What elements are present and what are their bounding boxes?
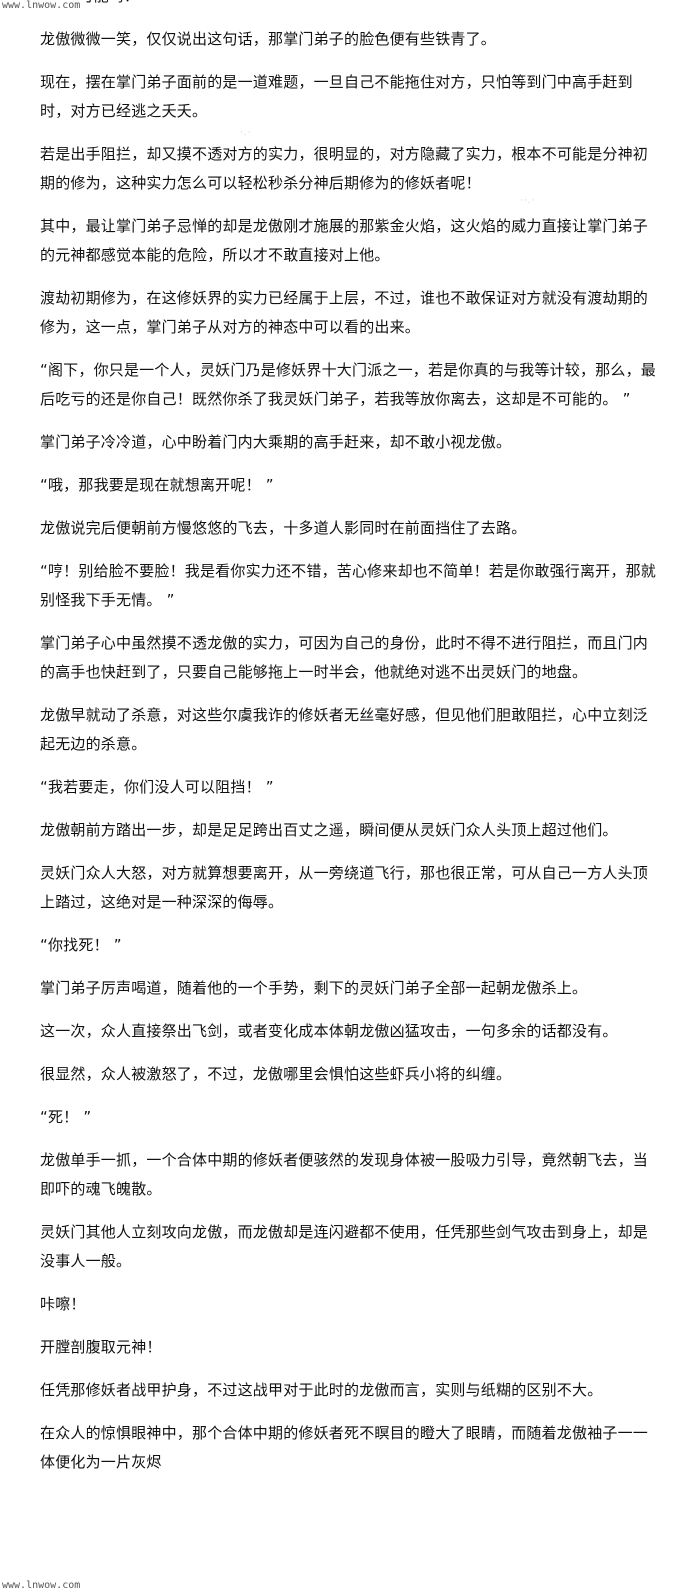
paragraph: 龙傲单手一抓，一个合体中期的修妖者便骇然的发现身体被一股吸力引导，竟然朝飞去，当… — [40, 1151, 649, 1198]
paragraph: 这一次，众人直接祭出飞剑，或者变化成本体朝龙傲凶猛攻击，一句多余的话都没有。 — [40, 1022, 618, 1040]
paragraph: 龙傲说完后便朝前方慢悠悠的飞去，十多道人影同时在前面挡住了去路。 — [40, 519, 527, 537]
paragraph: 很显然，众人被激怒了，不过，龙傲哪里会惧怕这些虾兵小将的纠缠。 — [40, 1065, 512, 1083]
paragraph: 现在，摆在掌门弟子面前的是一道难题，一旦自己不能拖住对方，只怕等到门中高手赶到时… — [40, 73, 633, 120]
paragraph: 渡劫初期修为，在这修妖界的实力已经属于上层，不过，谁也不敢保证对方就没有渡劫期的… — [40, 289, 649, 336]
paragraph: 灵妖门众人大怒，对方就算想要离开，从一旁绕道飞行，那也很正常，可从自己一方人头顶… — [40, 864, 649, 911]
watermark-top: www.lnwow.com — [2, 0, 81, 12]
paragraph: 在众人的惊惧眼神中，那个合体中期的修妖者死不瞑目的瞪大了眼睛，而随着龙傲袖子一一… — [40, 1424, 649, 1471]
paragraph: 掌门弟子厉声喝道，随着他的一个手势，剩下的灵妖门弟子全部一起朝龙傲杀上。 — [40, 979, 588, 997]
scan-speck: ·.· — [240, 128, 252, 138]
paragraph: 若是出手阻拦，却又摸不透对方的实力，很明显的，对方隐藏了实力，根本不可能是分神初… — [40, 145, 649, 192]
paragraph: 任凭那修妖者战甲护身，不过这战甲对于此时的龙傲而言，实则与纸糊的区别不大。 — [40, 1381, 603, 1399]
paragraph: 龙傲早就动了杀意，对这些尔虞我诈的修妖者无丝毫好感，但见他们胆敢阻拦，心中立刻泛… — [40, 706, 649, 753]
watermark-bottom: www.lnwow.com — [2, 1580, 81, 1592]
paragraph: “哼！别给脸不要脸！我是看你实力还不错，苦心修来却也不简单！若是你敢强行离开，那… — [40, 562, 656, 609]
article-body: “走…可能吗？ ” 龙傲微微一笑，仅仅说出这句话，那掌门弟子的脸色便有些铁青了。… — [40, 0, 660, 1471]
paragraph: “走…可能吗？ ” — [40, 0, 660, 11]
paragraph: 灵妖门其他人立刻攻向龙傲，而龙傲却是连闪避都不使用，任凭那些剑气攻击到身上，却是… — [40, 1223, 649, 1270]
paragraph: “哦，那我要是现在就想离开呢！ ” — [40, 476, 274, 494]
paragraph: “我若要走，你们没人可以阻挡！ ” — [40, 778, 274, 796]
paragraph: 咔嚓！ — [40, 1295, 86, 1313]
scan-speck: ·.·· — [600, 570, 616, 580]
paragraph: 其中，最让掌门弟子忌惮的却是龙傲刚才施展的那紫金火焰，这火焰的威力直接让掌门弟子… — [40, 217, 649, 264]
scan-speck: .· — [200, 1155, 208, 1165]
paragraph: 开膛剖腹取元神！ — [40, 1338, 162, 1356]
paragraph: “你找死！ ” — [40, 936, 122, 954]
paragraph: 掌门弟子冷冷道，心中盼着门内大乘期的高手赶来，却不敢小视龙傲。 — [40, 433, 512, 451]
scan-speck: ··.· — [520, 196, 536, 206]
scan-speck: ··.·. — [210, 1390, 230, 1400]
paragraph: 龙傲朝前方踏出一步，却是足足跨出百丈之遥，瞬间便从灵妖门众人头顶上超过他们。 — [40, 821, 618, 839]
paragraph: 龙傲微微一笑，仅仅说出这句话，那掌门弟子的脸色便有些铁青了。 — [40, 30, 497, 48]
paragraph: 掌门弟子心中虽然摸不透龙傲的实力，可因为自己的身份，此时不得不进行阻拦，而且门内… — [40, 634, 649, 681]
paragraph: “阁下，你只是一个人，灵妖门乃是修妖界十大门派之一，若是你真的与我等计较，那么，… — [40, 361, 656, 408]
paragraph: “死！ ” — [40, 1108, 92, 1126]
